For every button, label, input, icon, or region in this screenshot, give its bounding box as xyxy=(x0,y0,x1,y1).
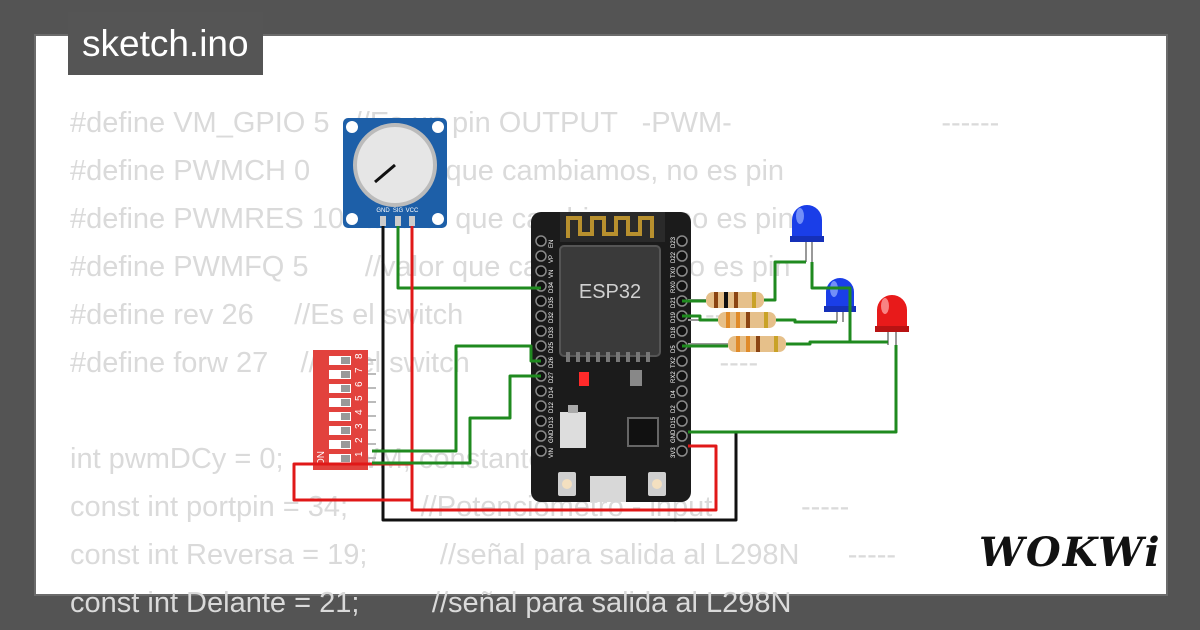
pin-label: D19 xyxy=(671,311,677,323)
dip-on-label: ON xyxy=(316,451,327,466)
pin-label: D13 xyxy=(549,416,555,428)
pin-label: RX0 xyxy=(671,281,677,293)
led-blue-1[interactable] xyxy=(790,205,824,262)
led-red[interactable] xyxy=(875,295,909,345)
wokwi-logo: WOKWi xyxy=(979,529,1160,576)
pin-label: D35 xyxy=(549,296,555,308)
pin-label: GND xyxy=(671,429,677,443)
dip-number: 6 xyxy=(354,381,365,387)
pin-label: TX0 xyxy=(671,266,677,278)
code-line: const int Reversa = 19; //señal para sal… xyxy=(70,539,897,571)
usb-chip xyxy=(627,417,659,447)
pin-label: D32 xyxy=(549,311,555,323)
pin-label: D22 xyxy=(671,251,677,263)
wokwi-logo-text: WOKWi xyxy=(979,529,1162,576)
dip-number: 7 xyxy=(354,367,365,373)
code-line: const int Delante = 21; //señal para sal… xyxy=(70,587,792,619)
code-preview-card: #define VM_GPIO 5 //Es un pin OUTPUT -PW… xyxy=(34,34,1168,619)
pot-pin-label: GND xyxy=(376,208,390,214)
pin-label: VIN xyxy=(549,448,555,458)
voltage-regulator xyxy=(560,412,586,448)
smd-component xyxy=(630,370,642,386)
pin-label: EN xyxy=(549,240,555,248)
pin-label: D15 xyxy=(671,416,677,428)
dip-number: 3 xyxy=(354,423,365,429)
pot-pin-label: VCC xyxy=(406,208,419,214)
pin-label: D25 xyxy=(549,341,555,353)
dip-switch[interactable]: 1 2 3 4 5 6 7 8 ON xyxy=(313,350,376,470)
pin-label: D34 xyxy=(549,281,555,293)
potentiometer[interactable]: GND SIG VCC xyxy=(343,118,447,228)
wires xyxy=(292,226,898,522)
pin-label: D23 xyxy=(671,236,677,248)
resistor[interactable] xyxy=(688,336,805,352)
esp32-label: ESP32 xyxy=(579,281,641,303)
dip-number: 5 xyxy=(354,395,365,401)
led-blue-2[interactable] xyxy=(824,278,856,322)
dip-number: 8 xyxy=(354,353,365,359)
pin-label: VN xyxy=(549,270,555,278)
usb-port xyxy=(590,476,626,502)
pin-label: 3V3 xyxy=(671,447,677,458)
pin-label: D5 xyxy=(671,345,677,353)
pot-pin-label: SIG xyxy=(393,208,404,214)
pin-label: D12 xyxy=(549,401,555,413)
pin-label: TX2 xyxy=(671,356,677,368)
pin-label: GND xyxy=(549,429,555,443)
pin-label: D27 xyxy=(549,371,555,383)
esp32-board[interactable]: EN VP VN D34 D35 D32 D33 D25 D26 D27 D14… xyxy=(531,212,691,502)
pin-label: D18 xyxy=(671,326,677,338)
pin-label: D14 xyxy=(549,386,555,398)
pin-label: D33 xyxy=(549,326,555,338)
dip-number: 2 xyxy=(354,437,365,443)
pin-label: RX2 xyxy=(671,371,677,383)
pin-label: VP xyxy=(549,255,555,263)
dip-number: 4 xyxy=(354,409,365,415)
dip-number: 1 xyxy=(354,451,365,457)
pin-label: D26 xyxy=(549,356,555,368)
pin-label: D21 xyxy=(671,296,677,308)
code-line: #define rev 26 //Es el switch ---- xyxy=(70,299,744,331)
power-led xyxy=(579,372,589,386)
file-tab[interactable]: sketch.ino xyxy=(68,12,263,75)
pin-label: D2 xyxy=(671,405,677,413)
pin-label: D4 xyxy=(671,390,677,398)
